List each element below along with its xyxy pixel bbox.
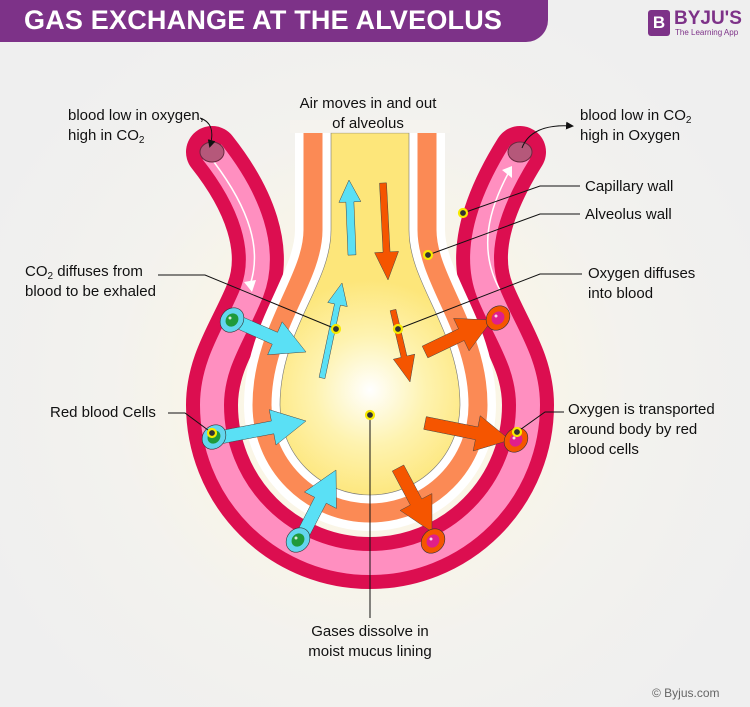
red-blood-cell-co2-rich (219, 307, 245, 333)
logo-name: BYJU'S (674, 8, 742, 29)
leader-blood-low-co2 (521, 121, 574, 149)
red-blood-cells (201, 305, 529, 554)
label-blood-low-oxygen: blood low in oxygen, high in CO2 (68, 107, 204, 146)
co2-arrow-1 (235, 315, 307, 356)
marker-dot (392, 323, 404, 335)
diffusion-arrows (220, 179, 511, 544)
blood-flow-line-right (486, 169, 511, 291)
marker-dot (364, 409, 376, 421)
label-blood-low-co2: blood low in CO2 high in Oxygen (580, 107, 692, 144)
o2-arrow-3 (391, 464, 433, 533)
page-title: GAS EXCHANGE AT THE ALVEOLUS (24, 5, 503, 35)
label-red-blood-cells: Red blood Cells (50, 404, 156, 421)
marker-dots (206, 207, 523, 439)
marker-dot (330, 323, 342, 335)
leader-capillary-wall (462, 185, 580, 214)
leader-co2-diffuses (158, 274, 337, 330)
leader-red-blood-cells (168, 412, 213, 434)
logo-mark: B (648, 10, 670, 36)
capillary-opening-right (507, 141, 533, 163)
label-co2-diffuses: CO2 diffuses from blood to be exhaled (25, 263, 156, 300)
leader-oxygen-transported (516, 411, 564, 433)
red-blood-cell-oxygenated (420, 528, 446, 554)
copyright: © Byjus.com (652, 686, 720, 700)
label-alveolus-wall: Alveolus wall (585, 206, 672, 223)
o2-inhale-arrow (374, 182, 399, 281)
co2-arrow-2 (220, 409, 307, 446)
title-banner: GAS EXCHANGE AT THE ALVEOLUS (0, 0, 548, 42)
co2-exhale-arrow (338, 179, 362, 256)
o2-arrow-1 (421, 318, 493, 359)
leader-oxygen-diffuses (397, 273, 582, 330)
flow-arrow-down-icon (244, 280, 256, 292)
label-capillary-wall: Capillary wall (585, 178, 674, 195)
red-blood-cell-oxygenated (485, 305, 511, 331)
marker-dot (511, 426, 523, 438)
leader-lines (158, 117, 582, 618)
blood-flow-line-left (213, 161, 256, 286)
red-blood-cell-co2-rich (285, 527, 311, 553)
flow-arrow-up-icon (502, 166, 512, 178)
marker-dot (206, 427, 218, 439)
leader-blood-low-oxygen (199, 117, 216, 148)
red-blood-cell-oxygenated (503, 427, 529, 453)
o2-arrow-2 (423, 415, 511, 452)
leader-alveolus-wall (427, 213, 580, 256)
logo-tagline: The Learning App (675, 28, 739, 37)
marker-dot (457, 207, 469, 219)
marker-dot (422, 249, 434, 261)
